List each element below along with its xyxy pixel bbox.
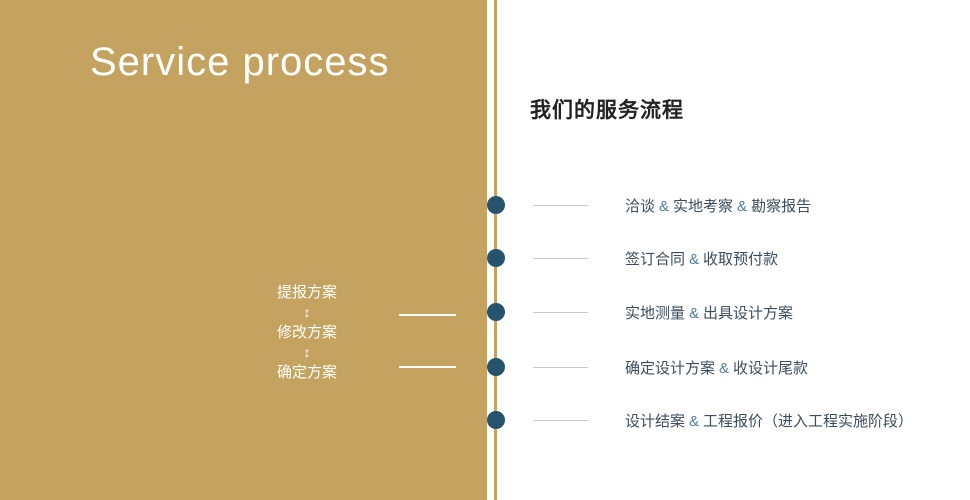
plan-connector-line-bottom bbox=[399, 366, 456, 368]
plan-revision-flow: 提报方案 ↕ 修改方案 ↕ 确定方案 bbox=[252, 283, 362, 382]
timeline-dot bbox=[487, 411, 505, 429]
step-connector-line bbox=[533, 204, 588, 206]
step-part: 洽谈 bbox=[625, 197, 656, 215]
step-part: 设计结案 bbox=[625, 412, 686, 430]
service-step-row: 签订合同&收取预付款 bbox=[533, 247, 778, 269]
service-step-row: 洽谈&实地考察&勘察报告 bbox=[533, 194, 811, 216]
timeline-dot bbox=[487, 358, 505, 376]
plan-step-label: 提报方案 bbox=[276, 284, 337, 301]
step-text: 确定设计方案&收设计尾款 bbox=[625, 357, 808, 378]
service-step-row: 设计结案&工程报价（进入工程实施阶段） bbox=[533, 409, 913, 431]
step-part: 勘察报告 bbox=[751, 197, 812, 215]
step-text: 实地测量&出具设计方案 bbox=[625, 302, 793, 323]
updown-arrow-icon: ↕ bbox=[303, 344, 311, 360]
plan-connector-line-top bbox=[399, 314, 456, 316]
timeline-dot bbox=[487, 196, 505, 214]
plan-step-label: 修改方案 bbox=[276, 324, 337, 341]
updown-arrow-icon: ↕ bbox=[303, 304, 311, 320]
step-connector-line bbox=[533, 419, 588, 421]
service-step-row: 确定设计方案&收设计尾款 bbox=[533, 356, 808, 378]
step-part: 工程报价（进入工程实施阶段） bbox=[703, 412, 914, 430]
plan-step-label: 确定方案 bbox=[276, 364, 337, 381]
step-text: 设计结案&工程报价（进入工程实施阶段） bbox=[625, 410, 913, 431]
step-text: 签订合同&收取预付款 bbox=[625, 248, 778, 269]
step-text: 洽谈&实地考察&勘察报告 bbox=[625, 195, 811, 216]
ampersand-separator: & bbox=[737, 197, 748, 215]
step-part: 确定设计方案 bbox=[625, 359, 716, 377]
step-part: 实地考察 bbox=[673, 197, 734, 215]
timeline-dot bbox=[487, 249, 505, 267]
step-connector-line bbox=[533, 257, 588, 259]
step-part: 收设计尾款 bbox=[733, 359, 809, 377]
ampersand-separator: & bbox=[659, 197, 670, 215]
step-part: 签订合同 bbox=[625, 250, 686, 268]
step-connector-line bbox=[533, 366, 588, 368]
ampersand-separator: & bbox=[719, 359, 730, 377]
step-part: 实地测量 bbox=[625, 304, 686, 322]
step-part: 出具设计方案 bbox=[703, 304, 794, 322]
timeline-dot bbox=[487, 303, 505, 321]
section-heading: 我们的服务流程 bbox=[530, 99, 684, 122]
gold-background-panel bbox=[0, 0, 487, 500]
ampersand-separator: & bbox=[689, 250, 700, 268]
page-title: Service process bbox=[90, 40, 390, 84]
step-part: 收取预付款 bbox=[703, 250, 779, 268]
ampersand-separator: & bbox=[689, 304, 700, 322]
ampersand-separator: & bbox=[689, 412, 700, 430]
step-connector-line bbox=[533, 311, 588, 313]
service-step-row: 实地测量&出具设计方案 bbox=[533, 301, 793, 323]
